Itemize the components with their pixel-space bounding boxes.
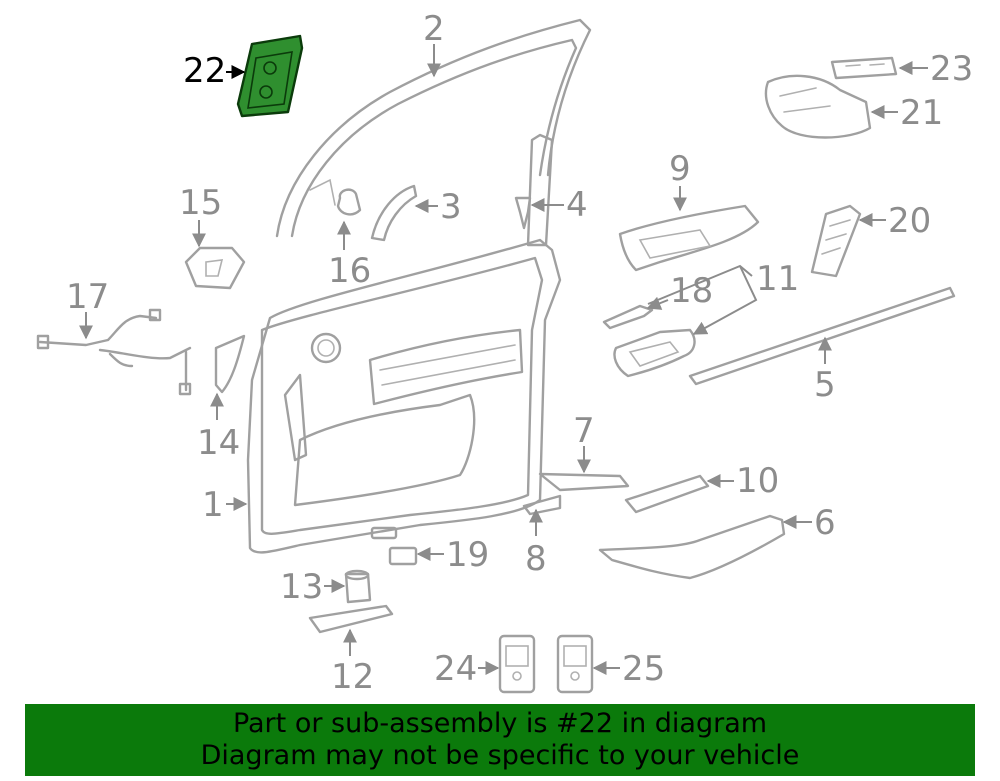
callout-9: 9 <box>669 149 691 189</box>
callout-15: 15 <box>179 183 222 223</box>
part-12-tray <box>308 604 394 634</box>
callout-22: 22 <box>183 51 226 91</box>
part-6-armrest <box>598 514 786 580</box>
part-22-switch[interactable] <box>236 34 304 118</box>
callout-13: 13 <box>280 567 323 607</box>
part-19-clip <box>388 546 418 566</box>
part-16-clip <box>336 188 362 216</box>
part-8-clip <box>522 494 562 516</box>
callout-labels: 22 2 3 4 16 15 17 14 1 9 18 11 <box>66 9 973 697</box>
callout-7: 7 <box>573 411 595 451</box>
callout-20: 20 <box>888 201 931 241</box>
callout-5: 5 <box>814 365 836 405</box>
callout-23: 23 <box>930 49 973 89</box>
part-18-handle-bezel <box>602 304 654 330</box>
callout-14: 14 <box>197 423 240 463</box>
callout-11-leader-b <box>692 265 758 335</box>
part-1-door-panel <box>246 238 562 554</box>
banner-line-2: Diagram may not be specific to your vehi… <box>200 740 800 771</box>
callout-6: 6 <box>814 503 836 543</box>
callout-1: 1 <box>202 485 224 525</box>
part-2-window-frame <box>275 18 592 247</box>
part-21-seat-switch-module <box>764 74 872 139</box>
part-23-switch-panel <box>830 56 898 80</box>
part-3-sail-trim <box>370 184 418 242</box>
callout-24: 24 <box>434 649 477 689</box>
part-13-cup <box>344 569 372 604</box>
callout-12: 12 <box>331 657 374 697</box>
callout-2: 2 <box>423 9 445 49</box>
callout-18: 18 <box>670 271 713 311</box>
callout-18-leader <box>646 296 669 310</box>
callout-3: 3 <box>440 187 462 227</box>
callout-16: 16 <box>328 251 371 291</box>
callout-10: 10 <box>736 461 779 501</box>
banner-line-1: Part or sub-assembly is #22 in diagram <box>232 708 768 739</box>
part-5-weatherstrip <box>688 286 956 386</box>
part-11-inner-handle <box>613 328 696 378</box>
part-10-switch-bezel <box>624 474 710 514</box>
part-24-switch <box>498 634 536 694</box>
callout-19: 19 <box>446 535 489 575</box>
part-17-harness <box>36 308 192 396</box>
callout-11: 11 <box>756 259 799 299</box>
callout-21: 21 <box>900 93 943 133</box>
part-9-armrest-top <box>618 204 760 272</box>
callout-8: 8 <box>525 539 547 579</box>
part-25-switch <box>556 634 594 694</box>
part-7-bracket <box>538 472 630 492</box>
part-20-window-switch <box>810 204 862 278</box>
callout-17: 17 <box>66 277 109 317</box>
part-14-trim-piece <box>214 334 246 394</box>
callout-25: 25 <box>622 649 665 689</box>
callout-4: 4 <box>566 185 588 225</box>
part-4-clip <box>514 196 532 230</box>
info-banner: Part or sub-assembly is #22 in diagram D… <box>25 704 975 776</box>
part-15-speaker-cover <box>184 246 246 290</box>
